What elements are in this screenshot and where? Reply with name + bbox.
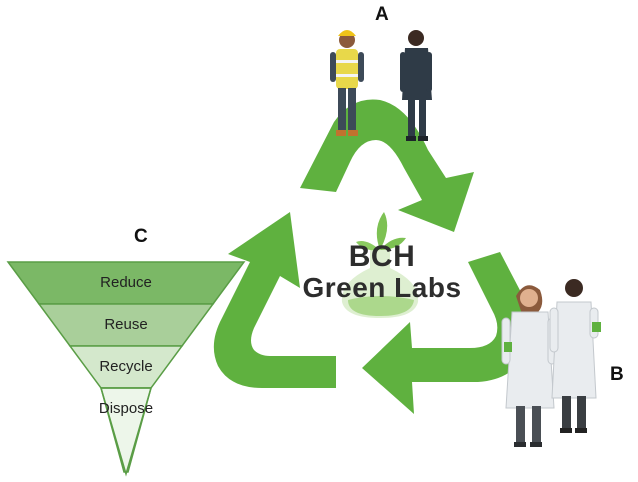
- tier-reduce-label: Reduce: [100, 274, 152, 291]
- label-c: C: [134, 226, 148, 247]
- recycle-arrow-left: [213, 212, 336, 388]
- tier-reuse-label: Reuse: [104, 316, 148, 333]
- worker-figure-icon: [330, 30, 364, 136]
- tier-dispose-label: Dispose: [98, 400, 154, 417]
- label-a: A: [375, 4, 389, 25]
- center-title-line1: BCH: [348, 240, 416, 273]
- scientist-figure-icon-2: [549, 279, 601, 433]
- center-title-line2: Green Labs: [302, 272, 462, 303]
- recycle-arrow-top: [300, 99, 474, 232]
- waste-hierarchy-pyramid: [6, 261, 246, 477]
- tier-dispose-outline: [100, 387, 152, 473]
- flask-with-leaves-icon: [341, 212, 419, 318]
- tier-recycle-label: Recycle: [99, 358, 153, 375]
- recycle-arrow-right: [362, 252, 532, 414]
- label-b: B: [610, 364, 624, 385]
- business-person-figure-icon: [400, 30, 432, 141]
